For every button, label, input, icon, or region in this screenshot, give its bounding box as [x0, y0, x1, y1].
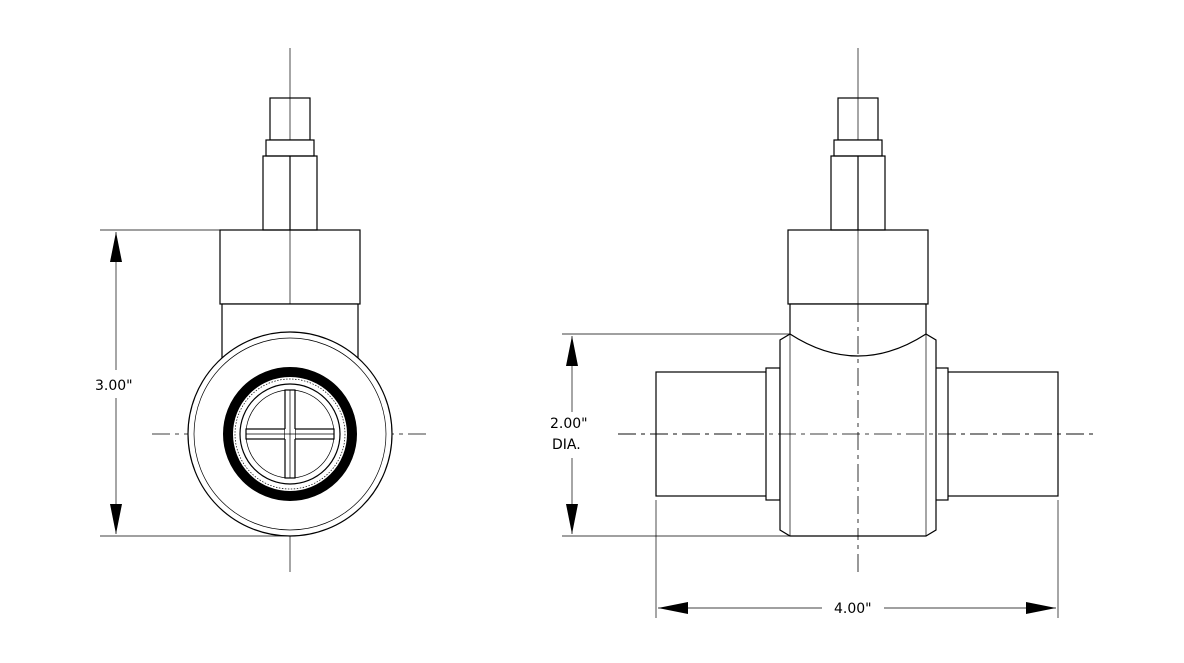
height-arrow-bottom	[110, 504, 122, 534]
side-view-body-saddle-curve	[789, 333, 927, 357]
length-arrow-left	[658, 602, 688, 614]
diameter-label-line1: 2.00"	[550, 416, 588, 432]
end-view-outer-circle-inner	[193, 337, 387, 531]
diameter-arrow-top	[566, 336, 578, 366]
height-arrow-top	[110, 232, 122, 262]
end-view	[152, 48, 428, 572]
side-view	[618, 48, 1096, 572]
length-label: 4.00"	[834, 601, 872, 617]
end-view-bore-thread-ring	[223, 367, 357, 501]
diameter-label-line2: DIA.	[552, 437, 581, 453]
diameter-dimension: 2.00" DIA.	[550, 333, 790, 537]
diameter-arrow-bottom	[566, 504, 578, 534]
height-label: 3.00"	[95, 378, 133, 394]
length-arrow-right	[1026, 602, 1056, 614]
end-view-fitting-collar	[265, 139, 315, 157]
length-dimension: 4.00"	[655, 500, 1059, 618]
height-dimension: 3.00"	[95, 229, 290, 537]
side-view-fitting-collar	[833, 139, 883, 157]
